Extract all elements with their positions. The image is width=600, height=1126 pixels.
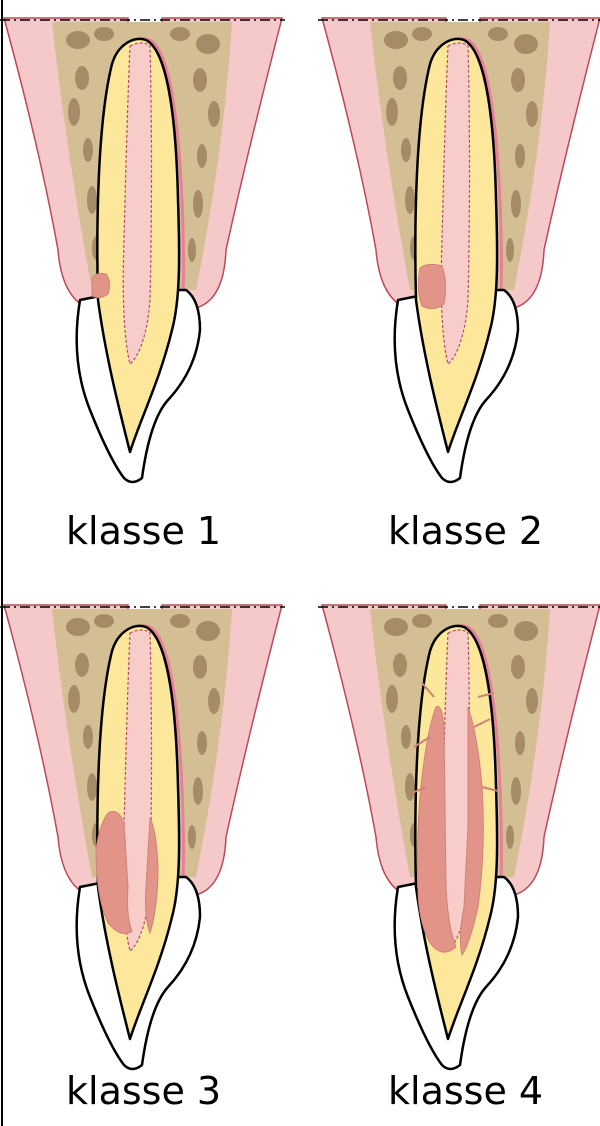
label-klasse-2: klasse 2 xyxy=(388,509,543,553)
lesion-klasse-1 xyxy=(92,274,110,298)
label-klasse-3: klasse 3 xyxy=(66,1069,221,1113)
panel-klasse-4 xyxy=(318,605,600,1069)
label-klasse-1: klasse 1 xyxy=(66,509,221,553)
lesion-klasse-2 xyxy=(418,264,445,308)
label-klasse-4: klasse 4 xyxy=(388,1069,543,1113)
panel-klasse-3 xyxy=(0,605,285,1069)
panel-klasse-1 xyxy=(0,18,285,482)
panel-klasse-2 xyxy=(318,18,600,482)
